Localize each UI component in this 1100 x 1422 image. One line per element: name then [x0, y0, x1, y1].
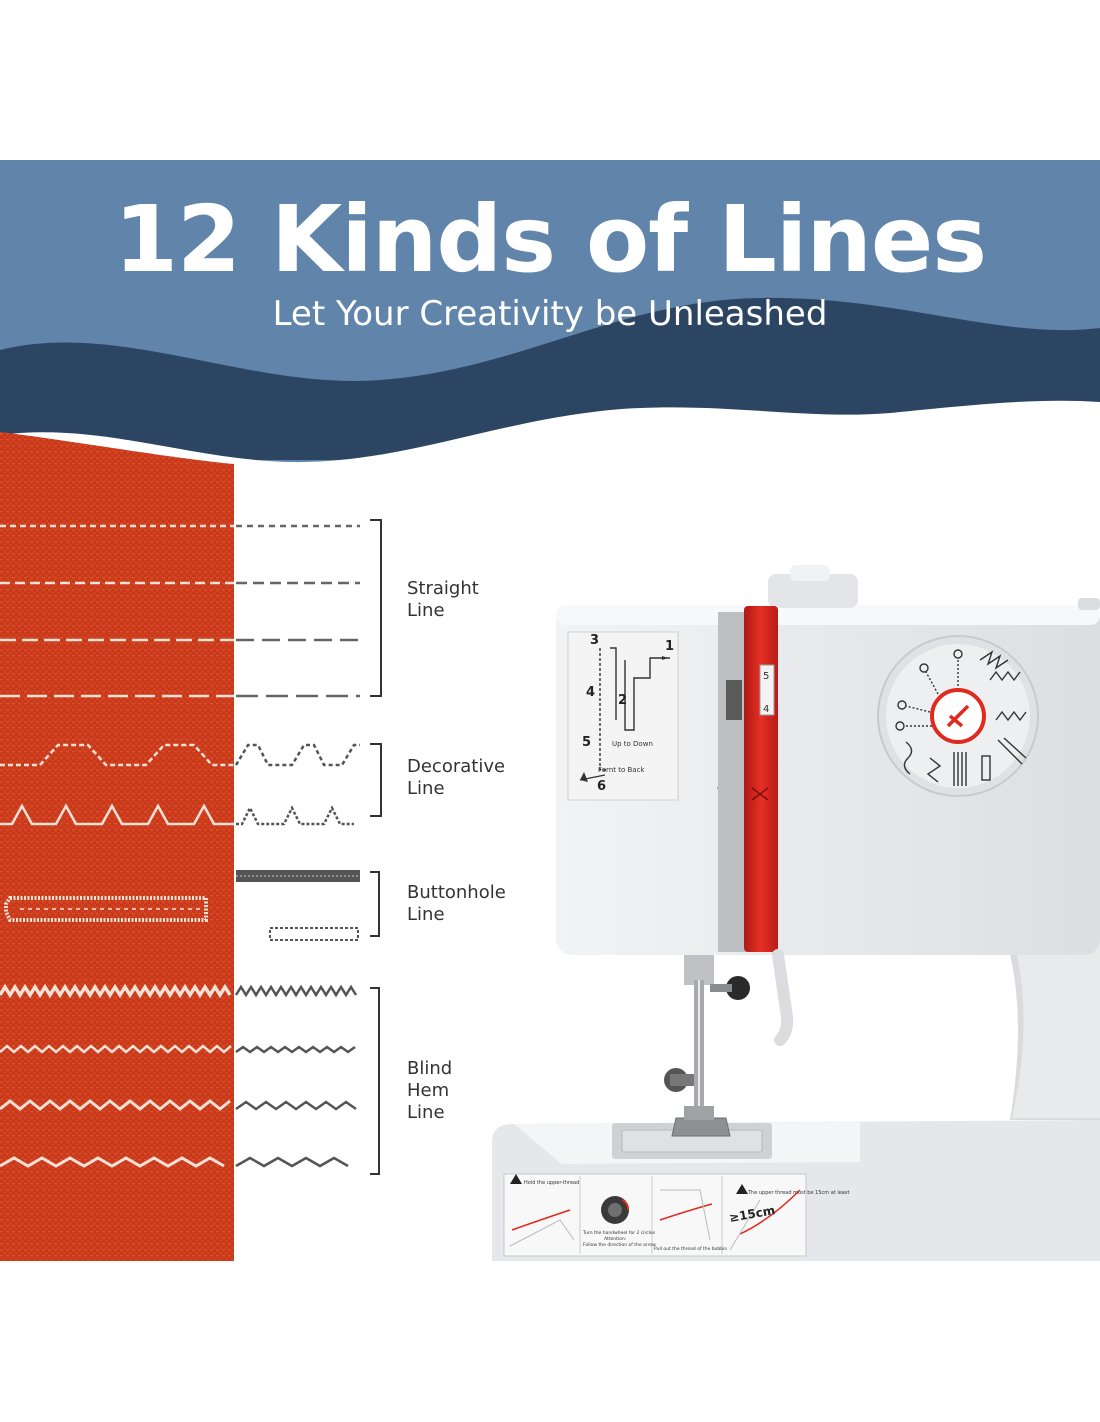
- decorative-line-samples: [0, 743, 360, 826]
- decal-attention: Attention:: [604, 1236, 626, 1242]
- hero-section: 1 2 3 4 5 6 Up to Down Fornt to Back 4 5…: [0, 160, 1100, 1261]
- zigzag-stitch: [0, 983, 232, 999]
- front-to-back-label: Fornt to Back: [598, 766, 645, 774]
- presser-screw: [726, 976, 750, 1000]
- decal-upper-thread: The upper thread must be 15cm at least: [747, 1190, 849, 1196]
- svg-text:5: 5: [763, 671, 769, 682]
- zigzag-line-samples: [0, 983, 358, 1168]
- up-to-down-label: Up to Down: [612, 740, 653, 748]
- red-front-panel: [744, 606, 778, 952]
- threading-sticker: [567, 631, 679, 801]
- page-subtitle: Let Your Creativity be Unleashed: [272, 294, 828, 334]
- page-title: 12 Kinds of Lines: [113, 186, 987, 293]
- sewing-machine: 1 2 3 4 5 6 Up to Down Fornt to Back 4 5…: [492, 565, 1100, 1261]
- thread-step-1: 1: [665, 639, 674, 654]
- presser-foot: [671, 1117, 731, 1137]
- dial-stitch-icons: [895, 649, 1027, 786]
- zigzag-stitch: [0, 1156, 225, 1168]
- thread-step-4: 4: [586, 685, 595, 700]
- category-label-decorative: Decorative Line: [407, 756, 506, 799]
- thread-step-3: 3: [590, 633, 599, 648]
- decal-follow-arrow: Follow the direction of the arrow: [583, 1242, 656, 1248]
- decal-turn-handwheel: Turn the handwheel for 2 circles: [582, 1230, 656, 1236]
- buttonhole-line-samples: [4, 870, 360, 941]
- thread-step-6: 6: [597, 779, 606, 794]
- svg-text:4: 4: [763, 704, 769, 715]
- thread-step-2: 2: [618, 693, 627, 708]
- zigzag-stitch: [235, 1100, 357, 1111]
- zigzag-stitch: [235, 1045, 356, 1054]
- hero-artwork: 1 2 3 4 5 6 Up to Down Fornt to Back 4 5…: [0, 160, 1100, 1261]
- zigzag-stitch: [0, 1099, 231, 1111]
- decal-hold-thread: Hold the upper-thread: [524, 1180, 579, 1186]
- zigzag-stitch: [235, 1156, 349, 1168]
- fabric-swatch: [0, 432, 234, 1261]
- thread-step-5: 5: [582, 735, 591, 750]
- decal-pull-out: Pull out the thread of the bobbin: [654, 1246, 727, 1252]
- zigzag-stitch: [0, 1044, 232, 1054]
- zigzag-stitch: [234, 984, 358, 998]
- category-brackets: [370, 519, 382, 1175]
- category-label-straight: Straight Line: [407, 578, 479, 621]
- straight-line-samples: [0, 524, 360, 698]
- category-label-buttonhole: Buttonhole Line: [407, 882, 506, 925]
- category-label-blind-hem: Blind Hem Line: [407, 1058, 453, 1123]
